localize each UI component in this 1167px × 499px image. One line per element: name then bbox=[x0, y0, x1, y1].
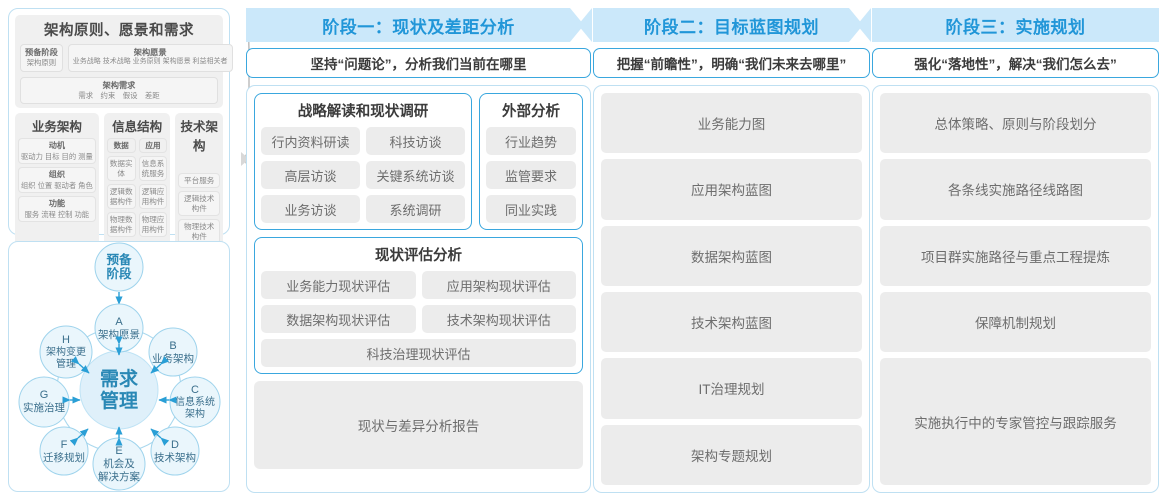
phase-3-subtitle: 强化“落地性”，解决“我们怎么去” bbox=[872, 48, 1159, 78]
adm-node-c-label-1: 信息系统 bbox=[175, 395, 215, 408]
phase-2-items: 业务能力图 应用架构蓝图 数据架构蓝图 技术架构蓝图 IT治理规划 架构专题规划 bbox=[601, 93, 862, 485]
adm-node-b-label: 业务架构 bbox=[152, 352, 194, 365]
phase-3-banner-label: 阶段三：实施规划 bbox=[945, 17, 1086, 37]
business-architecture-column: 业务架构 动机 驱动力 目标 目的 测量 组织 组织 位置 驱动者 角色 功能 … bbox=[15, 113, 99, 248]
phase-1-subtitle: 坚持“问题论”，分析我们当前在哪里 bbox=[246, 48, 591, 78]
list-item[interactable]: 业务能力图 bbox=[601, 93, 862, 154]
list-item[interactable]: 应用架构蓝图 bbox=[601, 159, 862, 220]
phase-3-banner: 阶段三：实施规划 bbox=[872, 8, 1159, 42]
phase-2-banner: 阶段二：目标蓝图规划 bbox=[593, 8, 871, 42]
external-analysis-title: 外部分析 bbox=[502, 104, 560, 120]
list-item[interactable]: 关键系统访谈 bbox=[366, 161, 465, 189]
list-item[interactable]: 行内资料研读 bbox=[261, 127, 360, 155]
list-item[interactable]: 保障机制规划 bbox=[880, 291, 1151, 353]
adm-node-e-label-1: 机会及 bbox=[103, 457, 135, 470]
adm-node-b-key: B bbox=[169, 340, 176, 352]
adm-node-e-label-2: 解决方案 bbox=[98, 470, 140, 483]
information-structure-column: 信息结构 数据 数据实体 逻辑数据构件 物理数据构件 应用 信息系统服务 逻辑应… bbox=[103, 113, 171, 248]
phase-2-chevron-icon bbox=[849, 8, 871, 42]
adm-node-c-key: C bbox=[191, 384, 199, 396]
list-item[interactable]: 行业趋势 bbox=[486, 127, 576, 155]
adm-node-f[interactable] bbox=[39, 426, 89, 476]
phase-3-body: 总体策略、原则与阶段划分 各条线实施路径线路图 项目群实施路径与重点工程提炼 保… bbox=[872, 85, 1159, 493]
phase-3-items: 总体策略、原则与阶段划分 各条线实施路径线路图 项目群实施路径与重点工程提炼 保… bbox=[880, 93, 1151, 485]
adm-node-f-key: F bbox=[61, 439, 68, 451]
togaf-content-framework-panel: 架构原则、愿景和需求 预备阶段 架构原则 架构愿景 业务战略 技术战略 业务原则… bbox=[8, 8, 233, 318]
strategy-research-title: 战略解读和现状调研 bbox=[297, 104, 429, 120]
adm-center-line2: 管理 bbox=[100, 389, 138, 412]
adm-prelim-l2: 阶段 bbox=[106, 266, 132, 281]
phase-1-report-card[interactable]: 现状与差异分析报告 bbox=[254, 381, 583, 469]
motivation-card: 动机 驱动力 目标 目的 测量 bbox=[18, 138, 96, 165]
adm-node-a-label: 架构愿景 bbox=[98, 328, 140, 341]
phase-1-banner-label: 阶段一：现状及差距分析 bbox=[322, 17, 515, 37]
adm-node-c-label-2: 架构 bbox=[185, 407, 205, 420]
phase-2-subtitle: 把握“前瞻性”，明确“我们未来去哪里” bbox=[593, 48, 870, 78]
list-item[interactable]: 业务能力现状评估 bbox=[261, 271, 416, 299]
phase-1-report-label: 现状与差异分析报告 bbox=[357, 419, 480, 434]
phase-3-subtitle-text: 强化“落地性”，解决“我们怎么去” bbox=[914, 57, 1117, 72]
list-item[interactable]: 数据架构现状评估 bbox=[261, 305, 416, 333]
list-item[interactable]: 高层访谈 bbox=[261, 161, 360, 189]
list-item[interactable]: 技术架构现状评估 bbox=[421, 305, 576, 333]
list-item[interactable]: 总体策略、原则与阶段划分 bbox=[880, 93, 1151, 154]
phase-1-column: 阶段一：现状及差距分析 坚持“问题论”，分析我们当前在哪里 战略解读和现状调研 … bbox=[246, 8, 592, 493]
list-item[interactable]: 业务访谈 bbox=[261, 195, 360, 223]
phase-1-banner: 阶段一：现状及差距分析 bbox=[246, 8, 592, 42]
list-item[interactable]: IT治理规划 bbox=[601, 358, 862, 419]
adm-node-prelim[interactable] bbox=[94, 242, 144, 292]
list-item[interactable]: 系统调研 bbox=[366, 195, 465, 223]
technology-architecture-column: 技术架构 平台服务 逻辑技术构件 物理技术构件 bbox=[175, 113, 223, 248]
list-item[interactable]: 应用架构现状评估 bbox=[421, 271, 576, 299]
phase-1-chevron-icon bbox=[570, 8, 592, 42]
left-column: 架构原则、愿景和需求 预备阶段 架构原则 架构愿景 业务战略 技术战略 业务原则… bbox=[8, 8, 255, 492]
adm-center-line1: 需求 bbox=[100, 367, 139, 390]
strategy-research-group: 战略解读和现状调研 行内资料研读 科技访谈 高层访谈 关键系统访谈 业务访谈 系… bbox=[254, 93, 472, 230]
phase-3-column: 阶段三：实施规划 强化“落地性”，解决“我们怎么去” 总体策略、原则与阶段划分 … bbox=[872, 8, 1159, 493]
adm-node-e-key: E bbox=[115, 445, 122, 457]
architecture-vision-card: 架构愿景 业务战略 技术战略 业务原则 架构愿景 利益相关者 bbox=[67, 44, 233, 72]
adm-cycle-diagram: 需求 管理 预备 阶段 A 架构愿景 B 业务架构 C bbox=[18, 242, 221, 491]
current-state-assessment-title: 现状评估分析 bbox=[375, 248, 462, 264]
adm-node-h-label-2: 管理 bbox=[56, 357, 76, 370]
prelim-card: 预备阶段 架构原则 bbox=[20, 44, 63, 72]
list-item[interactable]: 架构专题规划 bbox=[601, 424, 862, 485]
phase-1-body: 战略解读和现状调研 行内资料研读 科技访谈 高层访谈 关键系统访谈 业务访谈 系… bbox=[246, 85, 591, 493]
architecture-requirements-card: 架构需求 需求 约束 假设 差距 bbox=[20, 76, 218, 104]
adm-prelim-l1: 预备 bbox=[106, 252, 132, 267]
adm-node-h-label-1: 架构变更 bbox=[46, 345, 86, 358]
list-item[interactable]: 各条线实施路径线路图 bbox=[880, 159, 1151, 220]
adm-cycle-panel: 需求 管理 预备 阶段 A 架构愿景 B 业务架构 C bbox=[8, 241, 230, 492]
data-subcolumn: 数据 数据实体 逻辑数据构件 物理数据构件 bbox=[106, 138, 136, 238]
list-item[interactable]: 数据架构蓝图 bbox=[601, 225, 862, 286]
adm-node-g-label: 实施治理 bbox=[23, 401, 65, 414]
adm-node-g-key: G bbox=[40, 389, 49, 401]
list-item[interactable]: 监管要求 bbox=[486, 161, 576, 189]
current-state-assessment-group: 现状评估分析 业务能力现状评估 应用架构现状评估 数据架构现状评估 技术架构现状… bbox=[254, 237, 583, 374]
phase-2-body: 业务能力图 应用架构蓝图 数据架构蓝图 技术架构蓝图 IT治理规划 架构专题规划 bbox=[593, 85, 870, 493]
list-item[interactable]: 技术架构蓝图 bbox=[601, 291, 862, 353]
phase-2-subtitle-text: 把握“前瞻性”，明确“我们未来去哪里” bbox=[616, 57, 847, 72]
togaf-title: 架构原则、愿景和需求 bbox=[44, 23, 194, 39]
adm-node-d[interactable] bbox=[150, 426, 200, 476]
list-item[interactable]: 科技访谈 bbox=[366, 127, 465, 155]
phase-2-banner-label: 阶段二：目标蓝图规划 bbox=[644, 17, 819, 37]
list-item[interactable]: 科技治理现状评估 bbox=[261, 339, 576, 367]
phase-1-subtitle-text: 坚持“问题论”，分析我们当前在哪里 bbox=[310, 57, 527, 72]
architecture-principles-block: 架构原则、愿景和需求 预备阶段 架构原则 架构愿景 业务战略 技术战略 业务原则… bbox=[15, 15, 233, 108]
adm-node-d-label: 技术架构 bbox=[154, 451, 196, 464]
phase-2-column: 阶段二：目标蓝图规划 把握“前瞻性”，明确“我们未来去哪里” 业务能力图 应用架… bbox=[593, 8, 871, 493]
external-analysis-group: 外部分析 行业趋势 监管要求 同业实践 bbox=[479, 93, 583, 230]
list-item[interactable]: 同业实践 bbox=[486, 195, 576, 223]
adm-node-h-key: H bbox=[62, 334, 70, 346]
list-item[interactable]: 实施执行中的专家管控与跟踪服务 bbox=[880, 358, 1151, 485]
adm-node-a-key: A bbox=[115, 316, 123, 328]
application-subcolumn: 应用 信息系统服务 逻辑应用构件 物理应用构件 bbox=[138, 138, 168, 238]
adm-node-d-key: D bbox=[171, 439, 179, 451]
organization-card: 组织 组织 位置 驱动者 角色 bbox=[18, 167, 96, 194]
list-item[interactable]: 项目群实施路径与重点工程提炼 bbox=[880, 225, 1151, 286]
adm-node-f-label: 迁移规划 bbox=[43, 451, 85, 464]
function-card: 功能 服务 流程 控制 功能 bbox=[18, 196, 96, 223]
